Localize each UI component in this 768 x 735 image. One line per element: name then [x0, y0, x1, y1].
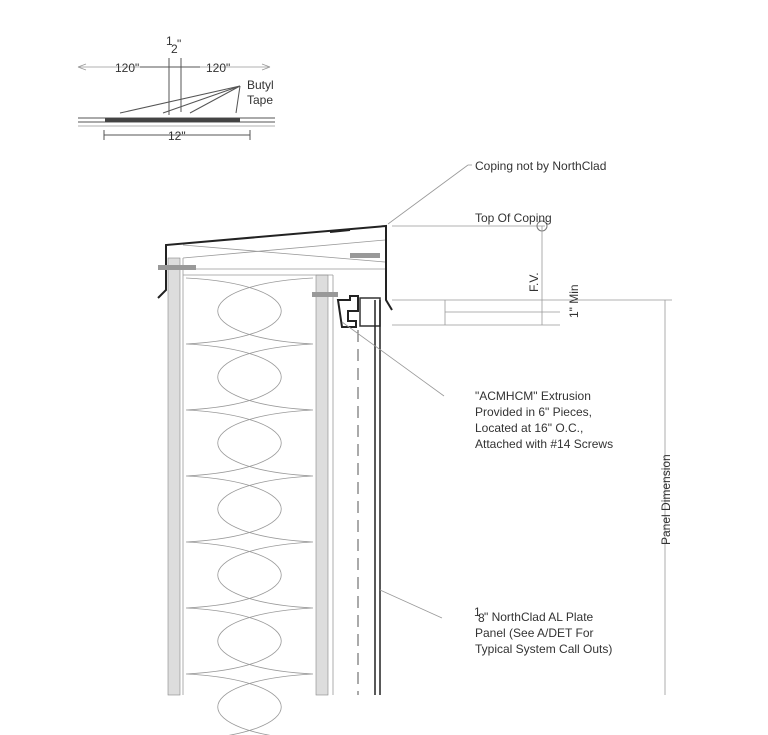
plate-label-1: " NorthClad AL Plate: [484, 610, 594, 624]
half-inch-den: 2: [171, 42, 178, 56]
outer-sheathing-right: [315, 274, 329, 696]
plate-label-2: Panel (See A/DET For: [475, 626, 594, 640]
min-label: 1" Min: [567, 284, 581, 318]
coping-flashing: [157, 224, 393, 311]
half-inch-num: 1: [166, 34, 173, 48]
insulation-batt: [185, 277, 314, 735]
half-inch-mark: ": [177, 37, 181, 51]
wall-assembly: [157, 224, 393, 735]
plate-label-3: Typical System Call Outs): [475, 642, 612, 656]
screw: [312, 292, 338, 297]
screw: [158, 265, 196, 270]
coping-label: Coping not by NorthClad: [475, 159, 606, 173]
screw: [350, 253, 380, 258]
butyl-tape-strip: [105, 118, 240, 122]
plate-fraction-den: 8: [478, 611, 485, 625]
extrusion-label-1: "ACMHCM" Extrusion: [475, 389, 591, 403]
extrusion-label-3: Located at 16" O.C.,: [475, 421, 583, 435]
butyl-label-1: Butyl: [247, 78, 274, 92]
bottom-dim-label: 12": [168, 129, 186, 143]
top-of-coping-label: Top Of Coping: [475, 211, 552, 225]
left-dim-label: 120": [115, 61, 139, 75]
butyl-tape-inset: 1 2 " 120" 120" Butyl Tape 12": [77, 34, 275, 143]
fv-label: F.V.: [527, 272, 541, 292]
right-dim-label: 120": [206, 61, 230, 75]
extrusion-label-2: Provided in 6" Pieces,: [475, 405, 592, 419]
plate-fraction-num: 1: [474, 605, 481, 619]
panel-dimension-label: Panel Dimension: [659, 454, 673, 545]
extrusion-label-4: Attached with #14 Screws: [475, 437, 613, 451]
butyl-label-2: Tape: [247, 93, 273, 107]
acmhcm-extrusion: [336, 295, 359, 328]
annotations: Coping not by NorthClad Top Of Coping F.…: [341, 159, 673, 695]
outer-sheathing-left: [167, 257, 181, 696]
